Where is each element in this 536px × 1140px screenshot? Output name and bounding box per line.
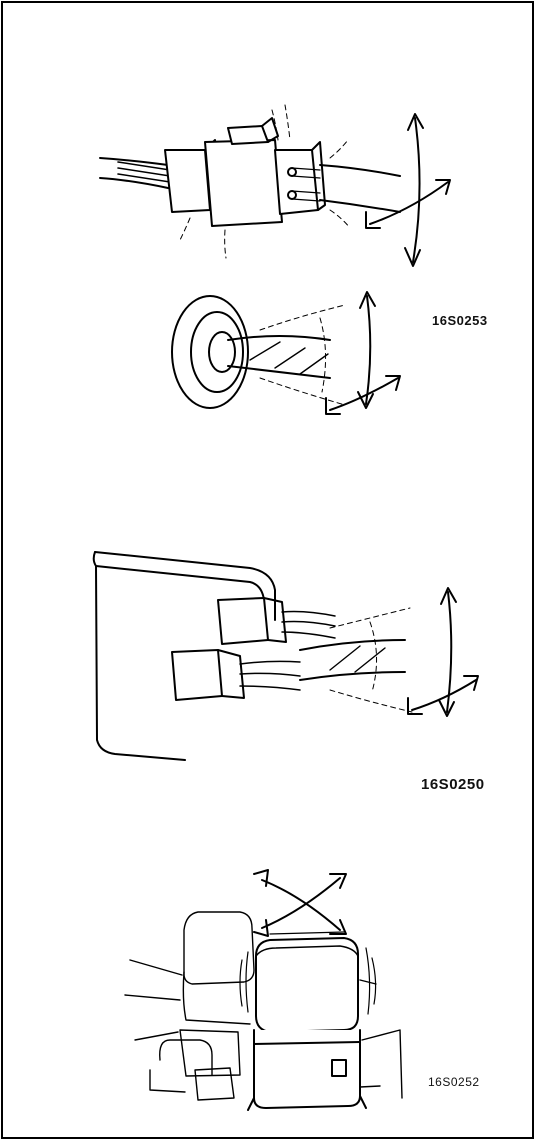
relay-illustration	[124, 869, 403, 1111]
connector-illustration	[99, 104, 451, 267]
control-unit-illustration	[92, 551, 479, 761]
figure-code-label: 16S0253	[432, 313, 488, 328]
figure-code-label: 16S0252	[428, 1075, 480, 1089]
figure-code-label: 16S0250	[421, 776, 485, 793]
grommet-illustration	[171, 291, 401, 415]
